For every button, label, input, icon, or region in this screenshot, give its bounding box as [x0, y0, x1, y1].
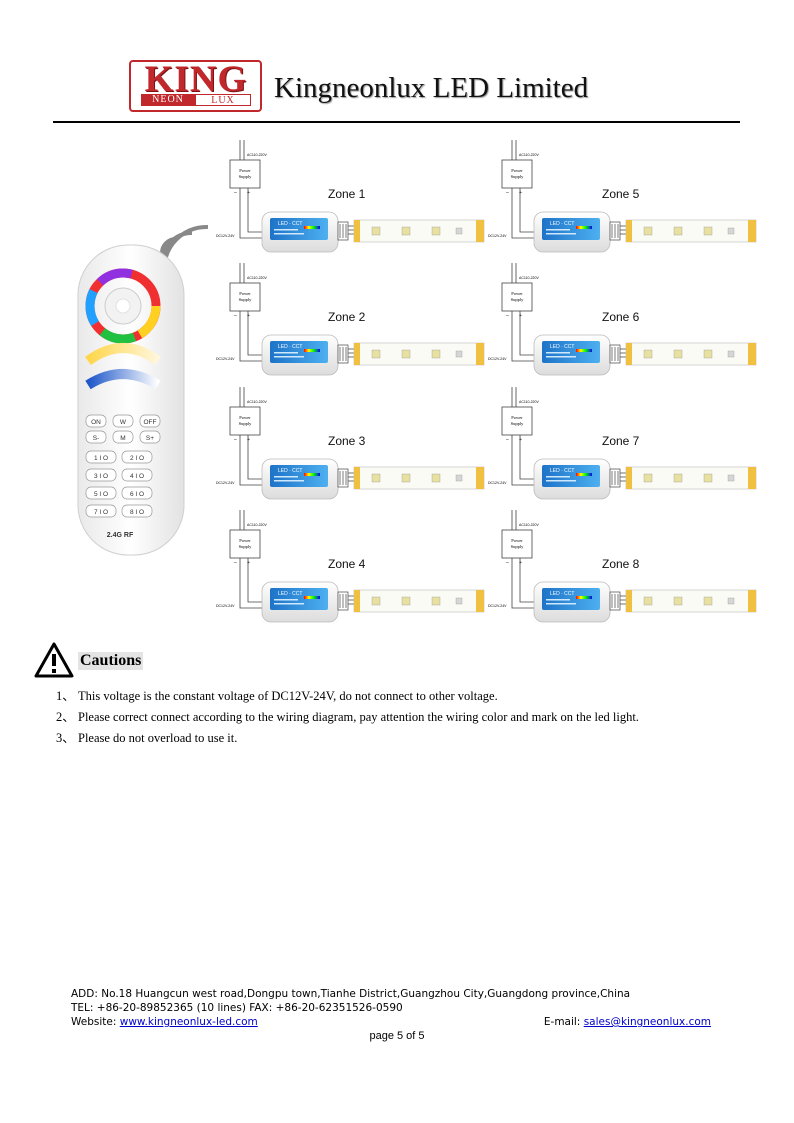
remote-btn-w: W — [120, 419, 127, 426]
cautions-header: Cautions — [34, 642, 334, 682]
company-logo: KING NEON LUX — [129, 59, 262, 112]
email-link[interactable]: sales@kingneonlux.com — [583, 1016, 711, 1028]
remote-btn-m: M — [120, 435, 125, 442]
remote-btn-s-minus: S- — [93, 435, 100, 442]
zone-label-5: Zone 5 — [602, 187, 640, 201]
remote-btn-on: ON — [91, 419, 101, 426]
website-label: Website: — [71, 1016, 120, 1028]
zone-label-2: Zone 2 — [328, 310, 366, 324]
caution-text: Please do not overload to use it. — [78, 731, 238, 745]
zone-label-3: Zone 3 — [328, 434, 366, 448]
list-item: 3、 Please do not overload to use it. — [56, 728, 756, 749]
cautions-title: Cautions — [78, 652, 144, 670]
zone-label-1: Zone 1 — [328, 187, 366, 201]
logo-main-text: KING — [144, 59, 248, 100]
header-divider — [53, 121, 740, 123]
list-item: 1、 This voltage is the constant voltage … — [56, 686, 756, 707]
zone-label-8: Zone 8 — [602, 557, 640, 571]
remote-btn-s-plus: S+ — [146, 435, 154, 442]
page-header: KING NEON LUX Kingneonlux LED Limited — [0, 0, 794, 125]
email-label: E-mail: — [543, 1016, 584, 1028]
remote-rf-label: 2.4G RF — [107, 532, 134, 539]
warning-icon — [34, 642, 74, 678]
remote-zone-btn-4: 4 I O — [130, 473, 144, 480]
cautions-list: 1、 This voltage is the constant voltage … — [56, 686, 756, 749]
page-footer: ADD: No.18 Huangcun west road,Dongpu tow… — [71, 987, 711, 1029]
remote-zone-btn-1: 1 I O — [94, 455, 108, 462]
remote-control: ON W OFF S- M S+ 1 I O 2 I O 3 I O 4 I O… — [77, 244, 185, 556]
company-name: Kingneonlux LED Limited — [274, 72, 589, 104]
remote-zone-btn-3: 3 I O — [94, 473, 108, 480]
page-number: page 5 of 5 — [369, 1030, 425, 1042]
zone-label-7: Zone 7 — [602, 434, 640, 448]
remote-zone-btn-7: 7 I O — [94, 509, 108, 516]
remote-zone-btn-5: 5 I O — [94, 491, 108, 498]
remote-zone-btn-2: 2 I O — [130, 455, 144, 462]
wiring-diagram: Power Supply AC110-220V – + DC12V-24V LE… — [77, 139, 757, 623]
footer-address: ADD: No.18 Huangcun west road,Dongpu tow… — [71, 988, 631, 1000]
list-item: 2、 Please correct connect according to t… — [56, 707, 756, 728]
remote-zone-btn-6: 6 I O — [130, 491, 144, 498]
caution-text: This voltage is the constant voltage of … — [78, 689, 498, 703]
logo-sub-right: LUX — [195, 94, 251, 106]
logo-sub-left: NEON — [141, 94, 195, 106]
remote-btn-off: OFF — [144, 419, 157, 426]
zone-label-6: Zone 6 — [602, 310, 640, 324]
zone-label-4: Zone 4 — [328, 557, 366, 571]
remote-zone-btn-8: 8 I O — [130, 509, 144, 516]
footer-tel: TEL: +86-20-89852365 (10 lines) FAX: +86… — [71, 1002, 403, 1014]
website-link[interactable]: www.kingneonlux-led.com — [119, 1016, 258, 1028]
caution-text: Please correct connect according to the … — [78, 710, 639, 724]
